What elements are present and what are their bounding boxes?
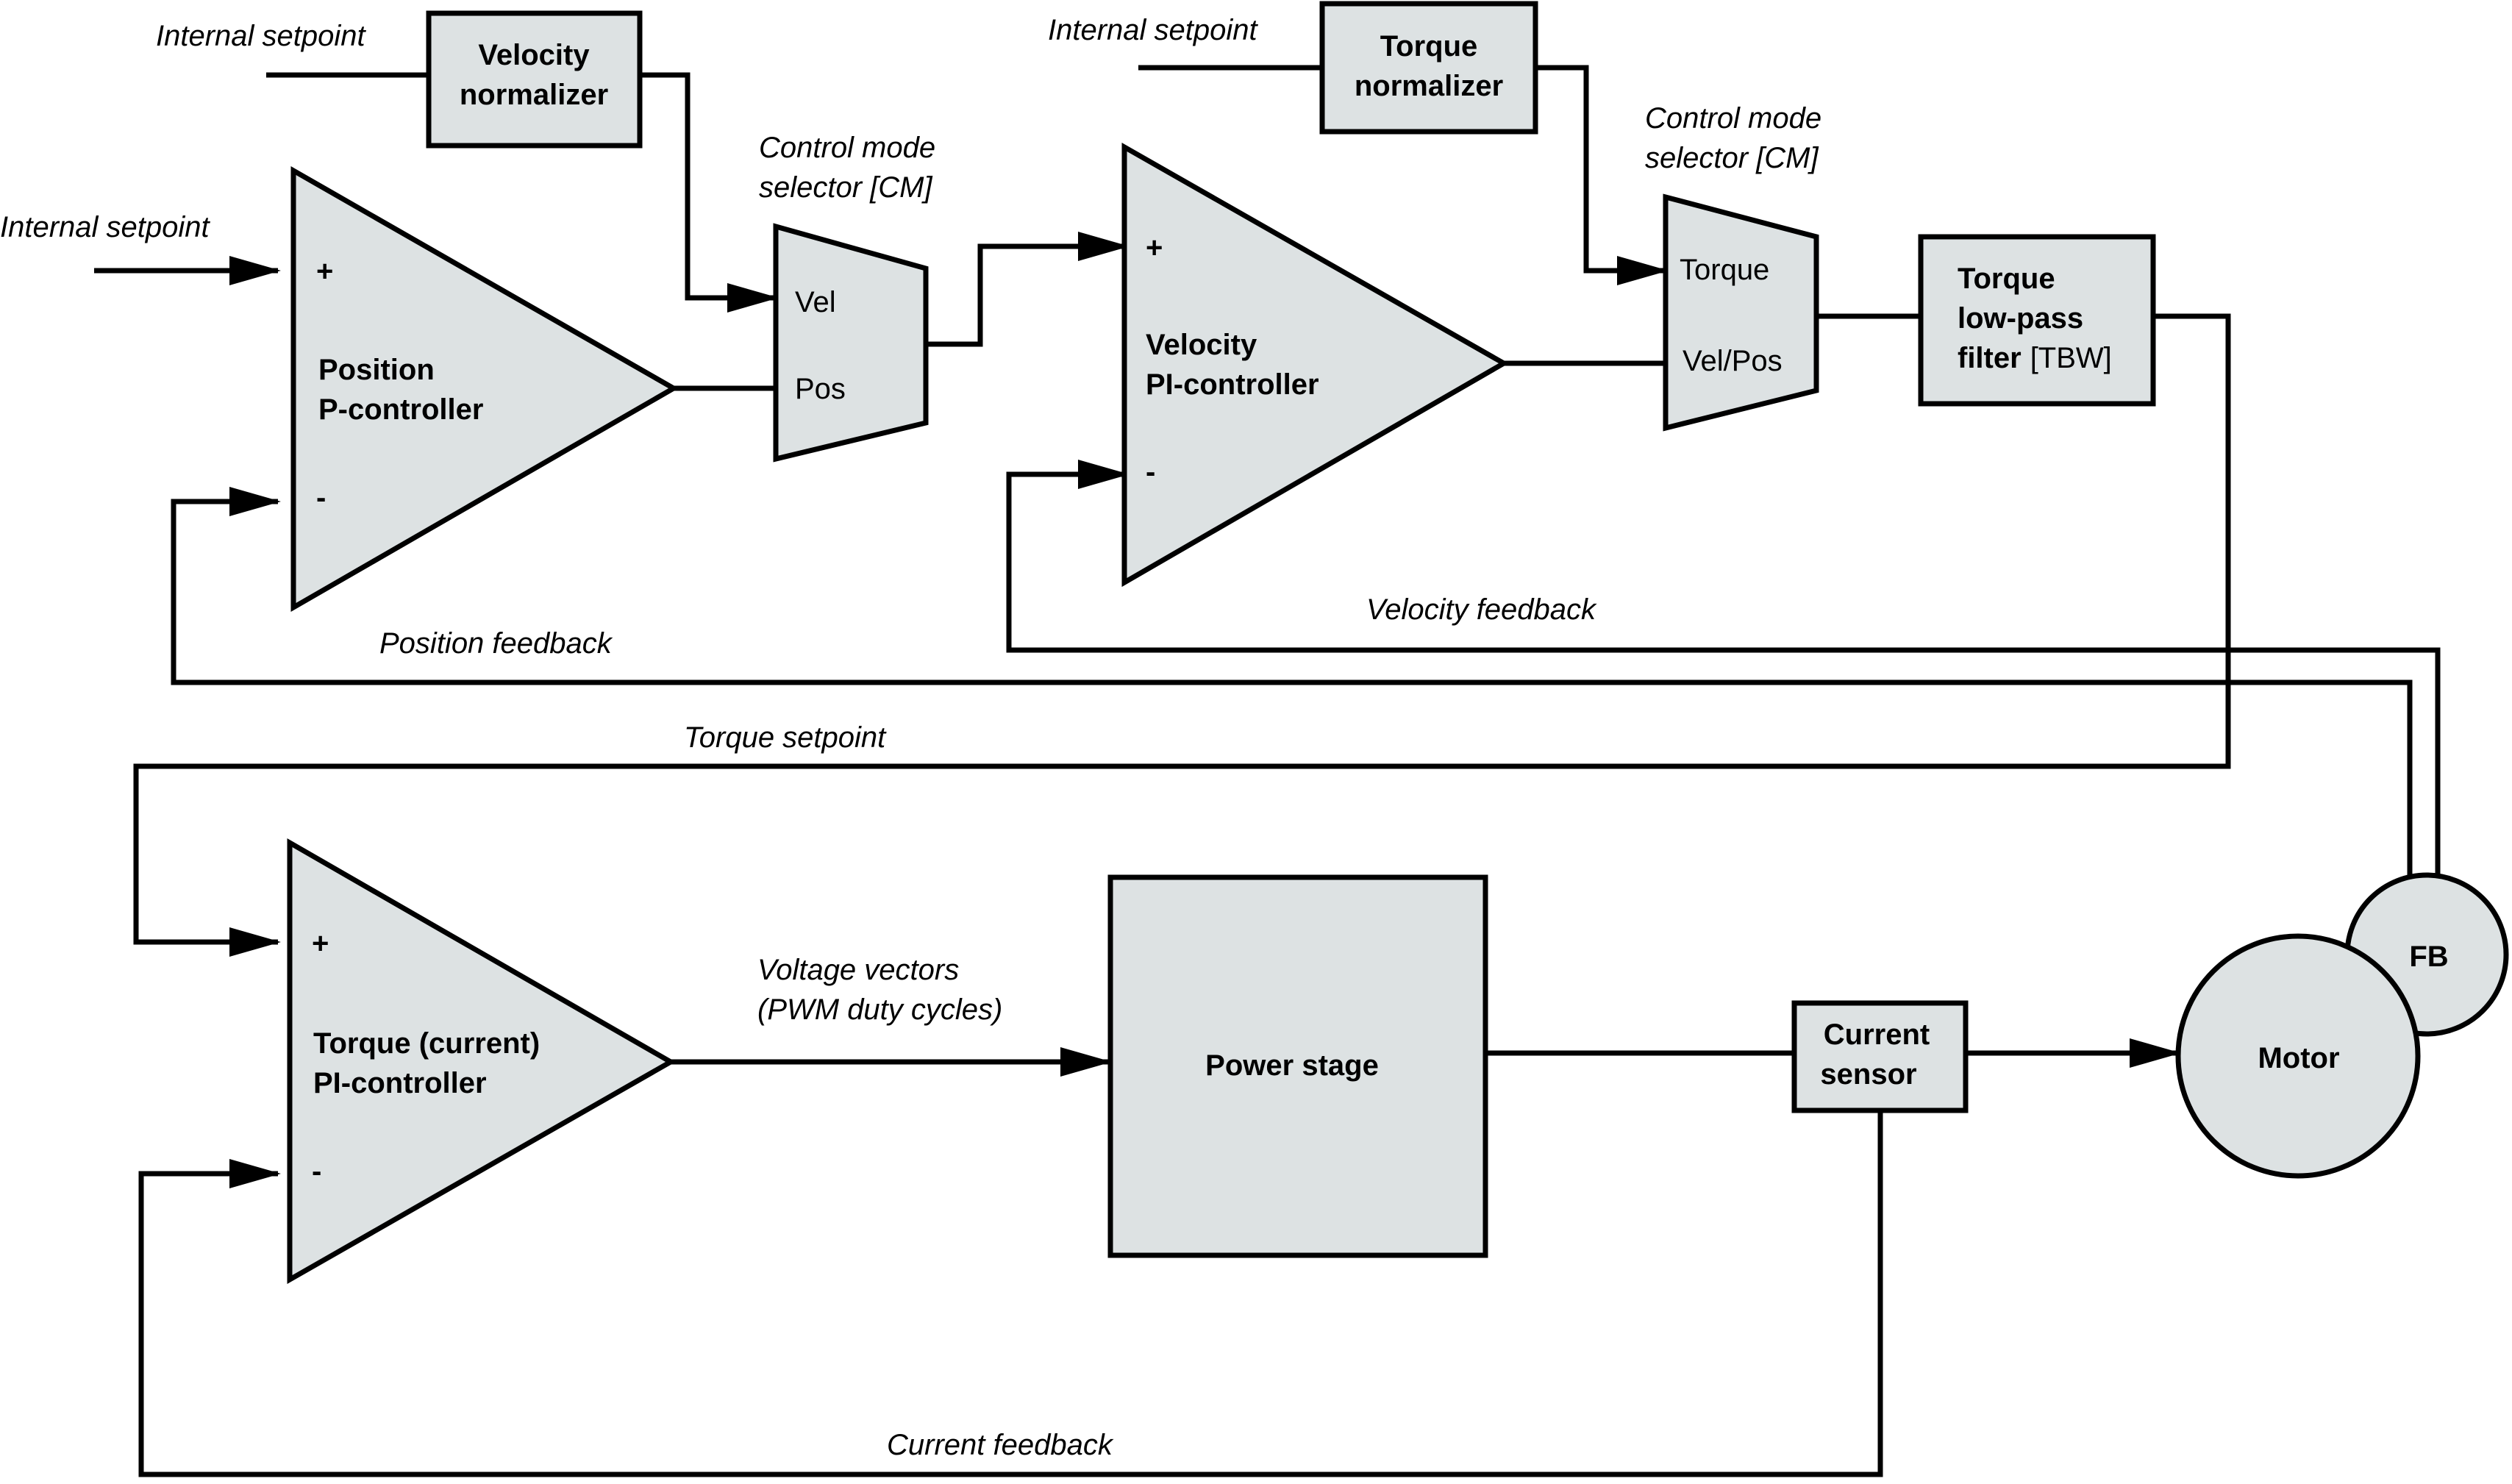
torque-filter-label-1: Torque xyxy=(1958,263,2055,295)
torque-normalizer-block: Torque normalizer xyxy=(1319,1,1538,135)
position-plus-sign: + xyxy=(316,255,333,288)
velocity-minus-sign: - xyxy=(1146,456,1155,488)
torque-controller-label-1: Torque (current) xyxy=(313,1027,540,1060)
torque-plus-sign: + xyxy=(312,927,329,960)
position-controller-label-2: P-controller xyxy=(318,393,483,426)
selector-vel-input: Vel xyxy=(795,286,836,318)
selector-velpos-input: Vel/Pos xyxy=(1683,345,1783,377)
torque-setpoint-label: Torque setpoint xyxy=(684,721,887,754)
velocity-normalizer-block: Velocity normalizer xyxy=(426,10,643,149)
torque-normalizer-label-1: Torque xyxy=(1380,30,1478,63)
feedback-sensor-label: FB xyxy=(2409,941,2448,973)
velocity-controller-label-2: PI-controller xyxy=(1146,368,1319,401)
control-mode-selector-label-1: Control mode xyxy=(759,132,935,164)
wire-velocity-feedback xyxy=(1006,460,2441,875)
current-feedback-label: Current feedback xyxy=(887,1429,1114,1461)
velocity-normalizer-label-1: Velocity xyxy=(478,39,590,71)
wire-torque-normalizer-to-selector xyxy=(1535,65,1669,285)
power-stage-label: Power stage xyxy=(1205,1049,1379,1082)
control-mode-selector-label-3: Control mode xyxy=(1645,102,1821,135)
torque-mode-selector: Torque Vel/Pos xyxy=(1663,193,1819,432)
position-feedback-label: Position feedback xyxy=(379,627,613,660)
velocity-controller-label-1: Velocity xyxy=(1146,329,1257,361)
velocity-feedback-label: Velocity feedback xyxy=(1366,593,1597,626)
wire-current-feedback xyxy=(138,1110,1883,1477)
control-mode-selector-label-4: selector [CM] xyxy=(1645,142,1819,174)
torque-filter-label-3-bold: filter xyxy=(1958,342,2022,374)
velocity-normalizer-label-2: normalizer xyxy=(460,79,608,111)
current-sensor-block: Current sensor xyxy=(1791,1000,1969,1113)
position-minus-sign: - xyxy=(316,482,326,514)
torque-normalizer-label-2: normalizer xyxy=(1355,70,1503,102)
wire-position-feedback xyxy=(171,487,2413,875)
motor: Motor xyxy=(2175,933,2421,1179)
torque-filter-label-2: low-pass xyxy=(1958,302,2083,335)
current-sensor-label-2: sensor xyxy=(1820,1058,1916,1091)
internal-setpoint-label-position: Internal setpoint xyxy=(0,211,211,243)
internal-setpoint-label-velocity: Internal setpoint xyxy=(156,20,367,52)
voltage-vectors-label-2: (PWM duty cycles) xyxy=(757,994,1002,1026)
wire-torque-setpoint xyxy=(133,313,2231,957)
control-mode-selector-label-2: selector [CM] xyxy=(759,171,932,204)
torque-controller-label-2: PI-controller xyxy=(313,1067,487,1099)
velocity-mode-selector: Vel Pos xyxy=(773,223,929,463)
power-stage-block: Power stage xyxy=(1107,874,1488,1258)
motor-label: Motor xyxy=(2258,1042,2339,1074)
selector-torque-input: Torque xyxy=(1680,254,1769,286)
selector-pos-input: Pos xyxy=(795,373,846,405)
wire-selector-to-velocity-controller xyxy=(926,232,1130,347)
wire-velocity-normalizer-to-selector xyxy=(640,72,779,313)
torque-filter-label-3-tag: [TBW] xyxy=(2030,342,2112,374)
torque-low-pass-filter-block: Torque low-pass filter[TBW] xyxy=(1918,234,2156,407)
voltage-vectors-label-1: Voltage vectors xyxy=(757,954,959,986)
torque-current-pi-controller: + - Torque (current) PI-controller xyxy=(287,838,677,1285)
velocity-plus-sign: + xyxy=(1146,232,1163,264)
position-p-controller: + - Position P-controller xyxy=(290,165,679,613)
internal-setpoint-label-torque: Internal setpoint xyxy=(1048,14,1259,46)
current-sensor-label-1: Current xyxy=(1824,1019,1930,1051)
velocity-pi-controller: + - Velocity PI-controller xyxy=(1121,142,1510,588)
position-controller-label-1: Position xyxy=(318,354,435,386)
torque-filter-label-3: filter[TBW] xyxy=(1958,342,2112,374)
torque-minus-sign: - xyxy=(312,1155,321,1188)
